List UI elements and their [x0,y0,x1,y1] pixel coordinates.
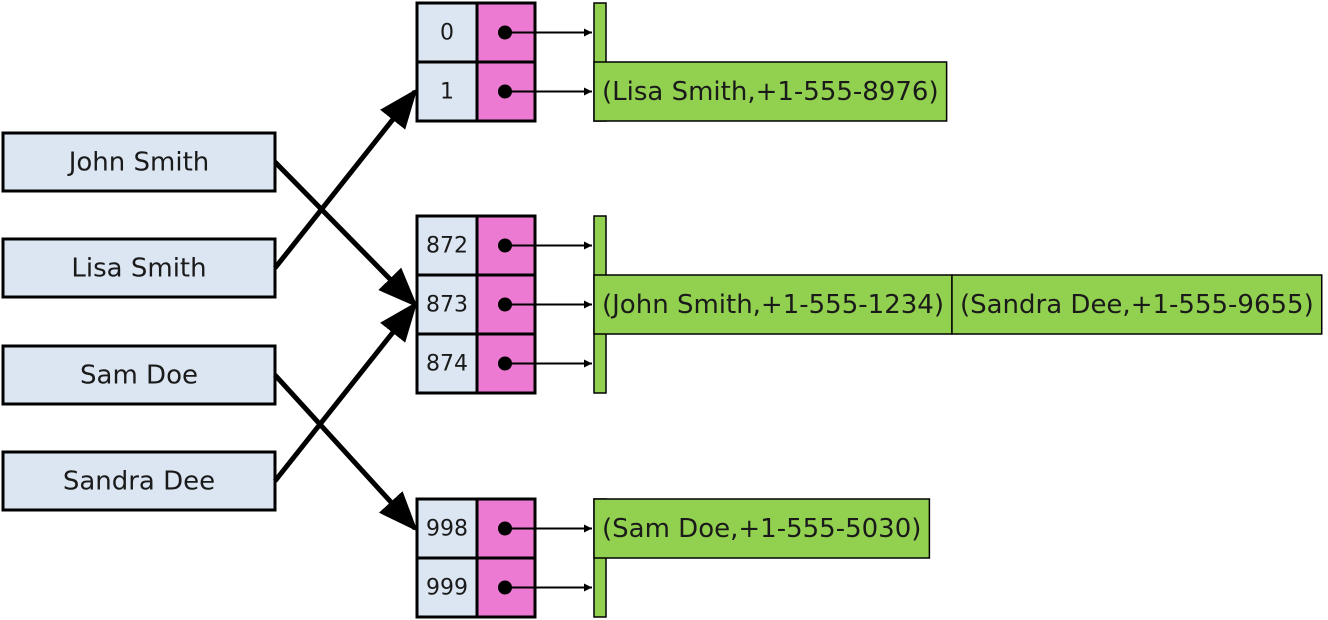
key-box [1,450,277,512]
bucket-874: 874 [415,332,592,395]
entry-box [951,274,1323,335]
entry-john-smith-1-555-1234: (John Smith,+1-555-1234) [593,274,953,335]
entry-label: (John Smith,+1-555-1234) [602,290,944,320]
bucket-index-cell [415,497,479,560]
bucket-1: 1 [415,60,592,123]
hash-arrow-john-smith-to-873 [273,160,418,308]
bucket-998: 998 [415,497,592,560]
key-john-smith: John Smith [1,131,277,193]
bucket-index-label: 999 [426,576,468,601]
bucket-index-label: 0 [440,21,454,46]
entry-label: (Sam Doe,+1-555-5030) [602,514,921,544]
entry-box [593,498,931,559]
bucket-index-label: 872 [426,234,468,259]
bucket-array: 0 1 872 873 874 998 999 [415,1,592,619]
key-lisa-smith: Lisa Smith [1,237,277,299]
bucket-index-cell [415,556,479,619]
hash-arrow-sam-doe-to-998 [273,373,418,532]
hash-arrow-sandra-dee-to-873 [273,301,418,483]
entry-label: (Sandra Dee,+1-555-9655) [960,290,1314,320]
key-sam-doe: Sam Doe [1,344,277,406]
key-box [1,344,277,406]
key-label: Lisa Smith [71,254,206,284]
key-label: Sandra Dee [63,467,215,497]
key-label: John Smith [67,148,210,178]
bucket-index-cell [415,214,479,277]
bucket-index-cell [415,332,479,395]
chain-layer: (Lisa Smith,+1-555-8976) (John Smith,+1-5… [593,2,1323,618]
bucket-index-label: 873 [426,293,468,318]
bucket-index-label: 1 [440,80,454,105]
hash-arrow-lisa-smith-to-1 [273,88,418,270]
key-label: Sam Doe [80,361,198,391]
bucket-index-label: 874 [426,352,468,377]
entry-lisa-smith-1-555-8976: (Lisa Smith,+1-555-8976) [593,61,948,122]
entry-box [593,274,953,335]
bucket-873: 873 [415,273,592,336]
key-box [1,131,277,193]
bucket-index-label: 998 [426,517,468,542]
entry-box [593,61,948,122]
entry-sam-doe-1-555-5030: (Sam Doe,+1-555-5030) [593,498,931,559]
entry-sandra-dee-1-555-9655: (Sandra Dee,+1-555-9655) [951,274,1323,335]
bucket-872: 872 [415,214,592,277]
entry-label: (Lisa Smith,+1-555-8976) [602,77,939,107]
bucket-0: 0 [415,1,592,64]
key-sandra-dee: Sandra Dee [1,450,277,512]
hash-function-arrows [273,88,418,532]
bucket-999: 999 [415,556,592,619]
